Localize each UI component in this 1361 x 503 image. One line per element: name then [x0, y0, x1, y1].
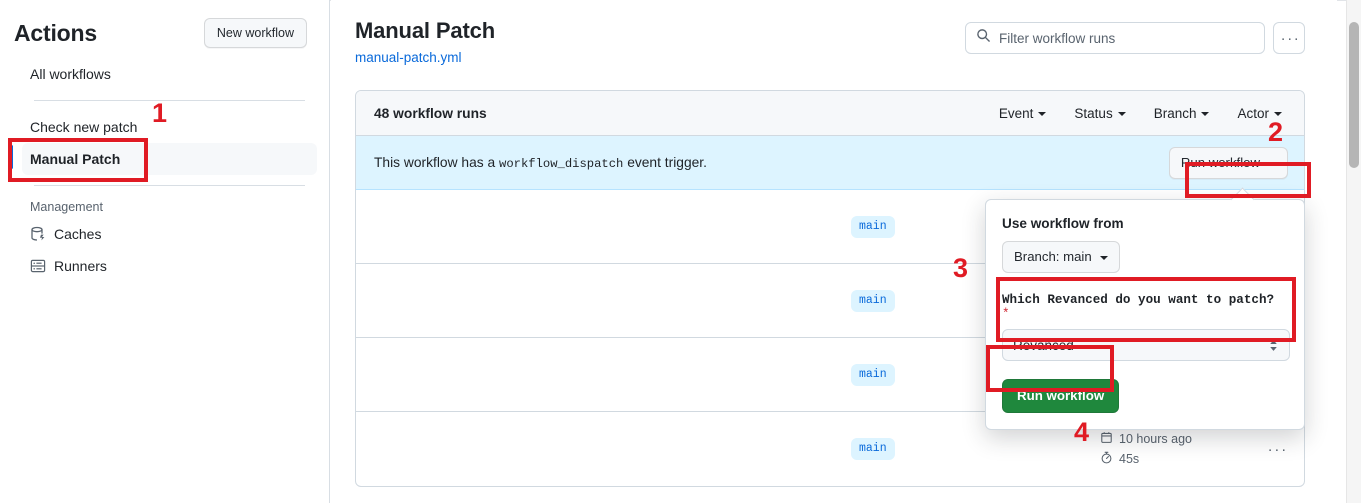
- workflow-nav: All workflows Check new patch Manual Pat…: [0, 58, 329, 282]
- chevron-down-icon: [1201, 112, 1210, 116]
- page-title: Actions: [14, 19, 97, 46]
- sidebar-item-all-workflows[interactable]: All workflows: [22, 58, 317, 90]
- table-row[interactable]: main: [356, 190, 1304, 264]
- main-header: Manual Patch manual-patch.yml Filter wor…: [331, 0, 1337, 68]
- filter-label: Status: [1074, 105, 1113, 121]
- branch-badge[interactable]: main: [851, 215, 895, 238]
- run-timestamp: 10 hours ago: [1119, 432, 1192, 446]
- run-workflow-dropdown-button[interactable]: Run workflow: [1168, 146, 1288, 179]
- chevron-down-icon: [1268, 161, 1276, 166]
- sidebar-divider-2: [34, 185, 305, 186]
- input-field-label: Which Revanced do you want to patch? *: [1002, 293, 1288, 321]
- annotation-number-1: 1: [152, 98, 168, 128]
- timestamp-line: 10 hours ago: [1100, 431, 1192, 447]
- table-row[interactable]: main 10 hours ago: [356, 412, 1304, 486]
- filter-label: Actor: [1237, 105, 1269, 121]
- chevron-down-icon: [1038, 112, 1047, 116]
- dispatch-event-code: workflow_dispatch: [499, 156, 624, 171]
- run-workflow-button-label: Run workflow: [1180, 154, 1260, 170]
- filter-label: Event: [998, 105, 1034, 121]
- branch-selector-button[interactable]: Branch: main: [1002, 241, 1120, 273]
- annotation-number-2: 2: [1268, 117, 1284, 147]
- sidebar-divider-1: [34, 100, 305, 101]
- sidebar-item-label: All workflows: [30, 66, 111, 82]
- submit-run-workflow-button[interactable]: Run workflow: [1002, 379, 1120, 413]
- run-workflow-dropdown-panel: Use workflow from Branch: main Which Rev…: [985, 199, 1305, 430]
- sidebar-item-caches[interactable]: Caches: [22, 218, 317, 250]
- revanced-select[interactable]: Revanced: [1002, 329, 1290, 361]
- sidebar-item-label: Caches: [54, 226, 102, 242]
- sidebar-item-runners[interactable]: Runners: [22, 250, 317, 282]
- title-block: Manual Patch manual-patch.yml: [355, 16, 495, 68]
- sidebar-item-check-new-patch[interactable]: Check new patch: [22, 111, 317, 143]
- required-asterisk: *: [1002, 307, 1010, 321]
- chevron-down-icon: [1117, 112, 1126, 116]
- branch-badge[interactable]: main: [851, 363, 895, 386]
- search-icon: [976, 28, 991, 48]
- filter-status[interactable]: Status: [1074, 105, 1126, 121]
- filter-group: Event Status Branch Actor: [999, 106, 1288, 121]
- input-label-text: Which Revanced do you want to patch?: [1002, 293, 1275, 307]
- search-input[interactable]: Filter workflow runs: [965, 22, 1265, 54]
- sidebar-header: Actions New workflow: [0, 0, 329, 58]
- annotation-number-3: 3: [953, 253, 969, 283]
- branch-selector-label: Branch: main: [1014, 249, 1092, 264]
- sidebar-item-label: Manual Patch: [30, 151, 121, 167]
- search-placeholder: Filter workflow runs: [999, 30, 1116, 46]
- sidebar-item-label: Runners: [54, 258, 107, 274]
- stopwatch-icon: [1100, 451, 1113, 467]
- table-row[interactable]: main: [356, 264, 1304, 338]
- annotation-number-4: 4: [1074, 417, 1090, 447]
- dispatch-text-after: event trigger.: [627, 154, 707, 170]
- calendar-icon: [1100, 431, 1113, 447]
- duration-line: 45s: [1100, 451, 1139, 467]
- sidebar-group-management: Management: [30, 200, 103, 214]
- server-icon: [30, 258, 46, 274]
- actions-sidebar: Actions New workflow All workflows Check…: [0, 0, 330, 503]
- runs-toolbar: 48 workflow runs Event Status Branch: [356, 91, 1304, 136]
- dispatch-text-before: This workflow has a: [374, 154, 496, 170]
- sidebar-item-label: Check new patch: [30, 119, 138, 135]
- database-icon: [30, 226, 46, 242]
- sidebar-item-manual-patch[interactable]: Manual Patch: [10, 143, 317, 175]
- vertical-scrollbar[interactable]: [1346, 0, 1361, 503]
- header-actions: Filter workflow runs ···: [965, 16, 1337, 54]
- runs-count-label: 48 workflow runs: [374, 105, 487, 121]
- filter-actor[interactable]: Actor: [1237, 106, 1282, 121]
- workflow-dispatch-banner: This workflow has a workflow_dispatch ev…: [356, 136, 1304, 190]
- row-more-options-button[interactable]: ···: [1267, 440, 1288, 458]
- workflow-file-link[interactable]: manual-patch.yml: [355, 50, 462, 65]
- scrollbar-thumb[interactable]: [1349, 22, 1359, 168]
- branch-badge[interactable]: main: [851, 289, 895, 312]
- run-duration: 45s: [1119, 452, 1140, 466]
- chevron-down-icon: [1099, 256, 1108, 260]
- workflow-title: Manual Patch: [355, 18, 496, 43]
- filter-event[interactable]: Event: [999, 106, 1047, 121]
- use-workflow-from-label: Use workflow from: [1002, 216, 1124, 231]
- filter-label: Branch: [1153, 105, 1197, 121]
- filter-branch[interactable]: Branch: [1154, 106, 1210, 121]
- new-workflow-button[interactable]: New workflow: [203, 18, 307, 48]
- stepper-icon: [1268, 338, 1279, 353]
- dispatch-banner-text: This workflow has a workflow_dispatch ev…: [374, 155, 707, 171]
- revanced-select-value: Revanced: [1013, 337, 1074, 353]
- branch-badge[interactable]: main: [851, 438, 895, 460]
- more-options-button[interactable]: ···: [1273, 22, 1305, 54]
- row-metadata: 10 hours ago 45s: [1100, 431, 1192, 467]
- chevron-down-icon: [1274, 112, 1282, 116]
